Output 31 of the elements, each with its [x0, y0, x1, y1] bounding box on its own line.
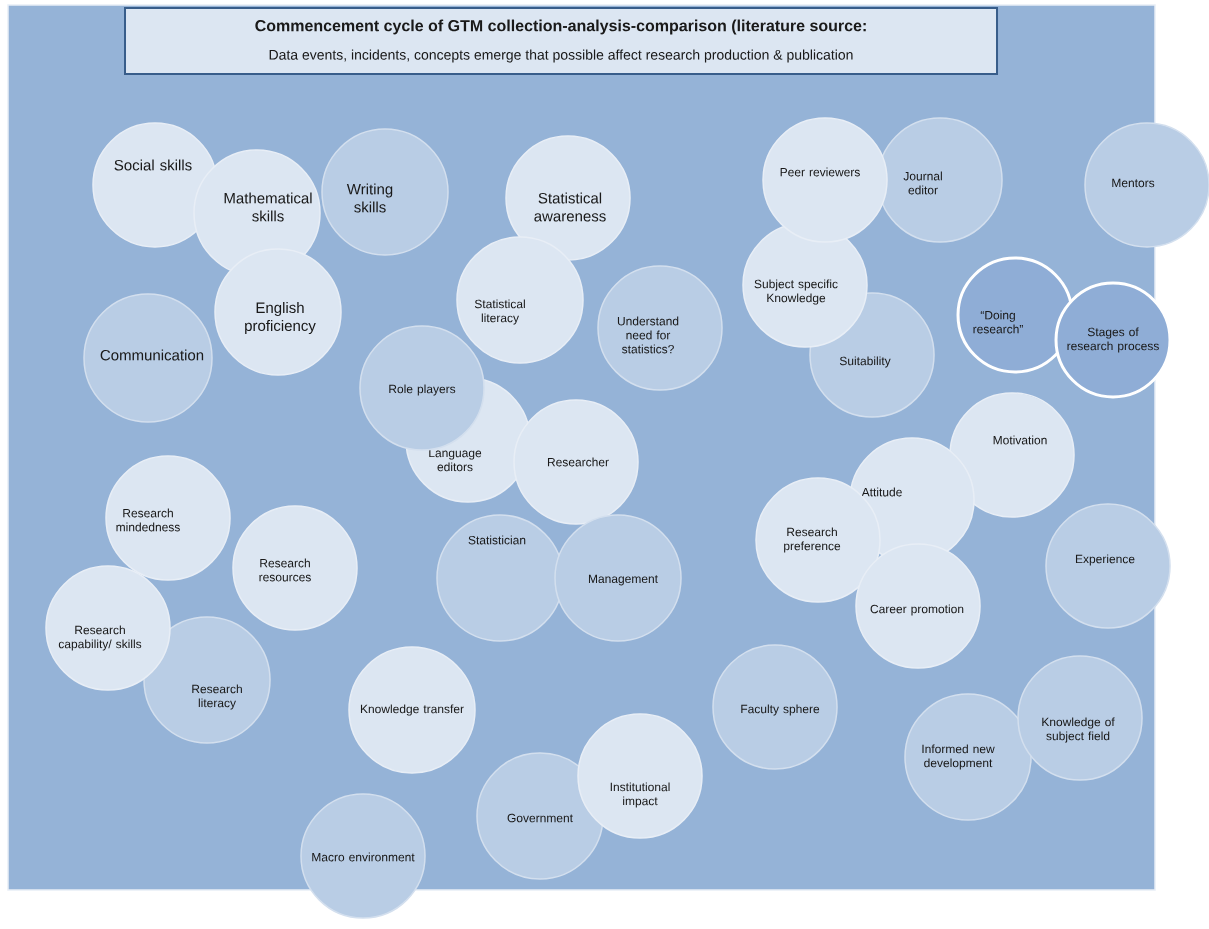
concept-bubble: Macro environment: [300, 793, 426, 919]
concept-bubble: Subject specific Knowledge: [742, 222, 868, 348]
concept-bubble: Communication: [83, 293, 213, 423]
concept-bubble: Management: [554, 514, 682, 642]
concept-bubble: Research literacy: [143, 616, 271, 744]
title-box: Commencement cycle of GTM collection-analysis-comparison (literature source: Data events, incidents, concepts emerge that possible affect research production & publication: [124, 7, 998, 75]
concept-bubble: Statistical awareness: [505, 135, 631, 261]
concept-bubble: Knowledge transfer: [348, 646, 476, 774]
concept-bubble: Faculty sphere: [712, 644, 838, 770]
concept-bubble: Career promotion: [855, 543, 981, 669]
concept-bubble: Experience: [1045, 503, 1171, 629]
concept-bubble: Writing skills: [321, 128, 449, 256]
concept-bubble: Research mindedness: [105, 455, 231, 581]
concept-bubble: English proficiency: [214, 248, 342, 376]
concept-bubble: Social skills: [92, 122, 218, 248]
concept-bubble: Research resources: [232, 505, 358, 631]
concept-bubble: Government: [476, 752, 604, 880]
concept-bubble: Informed new development: [904, 693, 1032, 821]
concept-bubble: Mentors: [1084, 122, 1209, 248]
concept-bubble: Researcher: [513, 399, 639, 525]
concept-bubble: Journal editor: [877, 117, 1003, 243]
concept-bubble: Institutional impact: [577, 713, 703, 839]
concept-bubble: Statistical literacy: [456, 236, 584, 364]
concept-bubble: Stages of research process: [1054, 281, 1172, 399]
concept-bubble: Research capability/ skills: [45, 565, 171, 691]
concept-bubble: Peer reviewers: [762, 117, 888, 243]
concept-bubble: Statistician: [436, 514, 564, 642]
concept-bubble: Knowledge of subject field: [1017, 655, 1143, 781]
concept-bubble: Motivation: [949, 392, 1075, 518]
concept-bubble: Understand need for statistics?: [597, 265, 723, 391]
concept-bubble: Role players: [359, 325, 485, 451]
